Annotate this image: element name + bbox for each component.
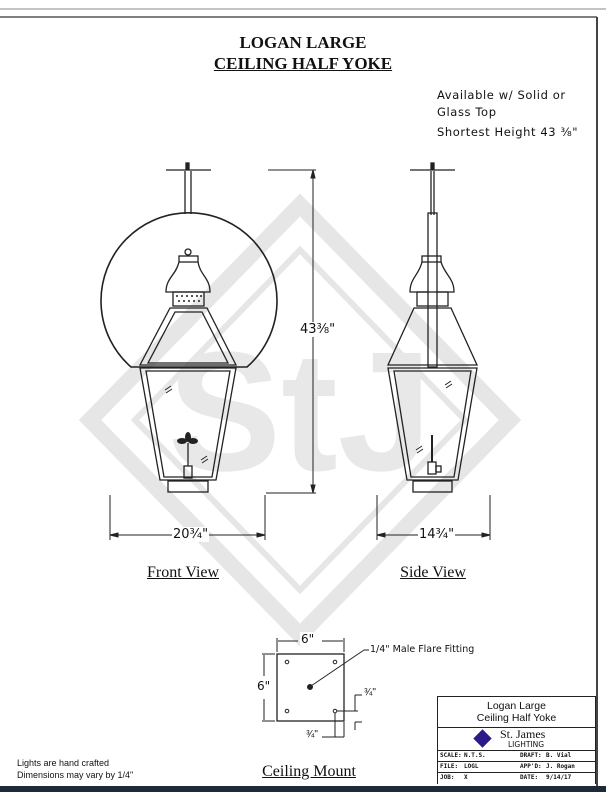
title-block: Logan Large Ceiling Half Yoke St. James …	[437, 696, 596, 784]
field-value: N.T.S.	[464, 752, 486, 759]
side-view-lantern	[386, 162, 479, 493]
mount-offset-y-label: ¾"	[364, 687, 376, 698]
company-sub: LIGHTING	[508, 740, 545, 749]
note-line: Shortest Height 43 ⅜"	[437, 125, 579, 139]
note-line: Glass Top	[437, 105, 497, 119]
field-label: FILE:	[440, 763, 459, 770]
field-value: B. Vial	[546, 752, 572, 759]
front-width-label: 20¾"	[172, 527, 210, 542]
field-label: DRAFT:	[520, 752, 542, 759]
drawing-title-line1: LOGAN LARGE	[239, 33, 367, 52]
mount-height-label: 6"	[256, 679, 272, 693]
footer-notes: Lights are hand crafted Dimensions may v…	[17, 757, 133, 781]
front-view-lantern	[100, 162, 278, 493]
side-width-label: 14¾"	[418, 527, 456, 542]
field-value: 9/14/17	[546, 774, 572, 781]
ceiling-mount-label: Ceiling Mount	[262, 763, 356, 780]
product-name: Logan Large	[487, 700, 546, 712]
field-label: DATE:	[520, 774, 539, 781]
height-dimension-label: 43⅜"	[299, 322, 337, 337]
company-name: St. James	[500, 727, 546, 741]
title-block-company: St. James LIGHTING	[438, 728, 595, 751]
side-view-label: Side View	[400, 564, 466, 581]
product-variant: Ceiling Half Yoke	[476, 712, 557, 724]
field-label: APP'D:	[520, 763, 542, 770]
availability-notes: Available w/ Solid or Glass Top Shortest…	[437, 87, 578, 141]
front-view-label: Front View	[146, 564, 220, 581]
drawing-title-line2: CEILING HALF YOKE	[213, 54, 393, 73]
note-line: Available w/ Solid or	[437, 88, 566, 102]
viewer-bottom-bar	[0, 786, 606, 792]
field-value: LOGL	[464, 763, 479, 770]
field-value: X	[464, 774, 468, 781]
mount-width-label: 6"	[300, 632, 316, 646]
title-block-row: SCALE: N.T.S. DRAFT: B. Vial	[438, 751, 595, 762]
fitting-label: 1/4" Male Flare Fitting	[370, 644, 475, 655]
field-label: JOB:	[440, 774, 455, 781]
watermark-text: StJ	[168, 317, 433, 507]
ceiling-mount-plate	[262, 638, 369, 738]
field-label: SCALE:	[440, 752, 462, 759]
footer-note: Lights are hand crafted	[17, 758, 110, 768]
footer-note: Dimensions may vary by 1/4"	[17, 770, 134, 780]
field-value: J. Rogan	[546, 763, 575, 770]
company-logo	[473, 729, 492, 748]
title-block-product: Logan Large Ceiling Half Yoke	[438, 697, 595, 728]
title-block-row: JOB: X DATE: 9/14/17	[438, 773, 595, 784]
title-block-row: FILE: LOGL APP'D: J. Rogan	[438, 762, 595, 773]
mount-offset-x-label: ¾"	[306, 729, 318, 740]
